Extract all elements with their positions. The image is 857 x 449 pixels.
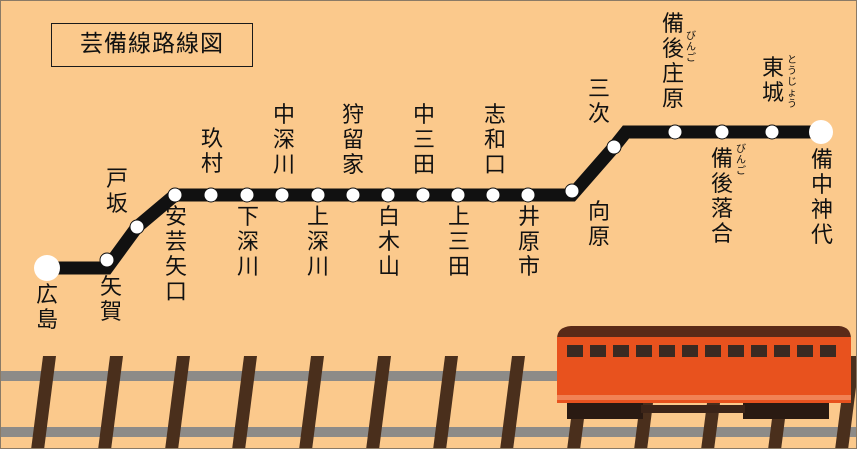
- train-window: [567, 345, 583, 357]
- station-dot: [606, 139, 622, 155]
- train-window: [797, 345, 813, 357]
- station-label: 玖村: [200, 127, 223, 177]
- station-dot: [203, 187, 219, 203]
- train-window: [659, 345, 675, 357]
- train-window: [820, 345, 836, 357]
- station-dot: [564, 183, 580, 199]
- station-dot: [167, 187, 183, 203]
- train-illustration: [557, 326, 851, 419]
- train-bogie-rear: [743, 403, 829, 419]
- train-window: [705, 345, 721, 357]
- terminal-station-dot: [809, 120, 833, 144]
- station-label: 向原: [587, 200, 610, 250]
- train-bogie-front: [567, 403, 643, 419]
- train-window: [751, 345, 767, 357]
- station-dot: [310, 187, 326, 203]
- station-label: 戸坂: [105, 167, 128, 217]
- station-label: 上三田: [447, 205, 470, 280]
- station-dot: [450, 187, 466, 203]
- station-label: 三次: [587, 77, 610, 127]
- terminal-station-dot: [34, 255, 60, 281]
- train-stripe: [557, 395, 851, 400]
- sleeper: [98, 356, 123, 448]
- station-dot: [380, 187, 396, 203]
- map-title: 芸備線路線図: [51, 23, 253, 67]
- sleeper: [31, 356, 56, 448]
- sleeper: [366, 356, 391, 448]
- station-ruby: とうじょう: [787, 55, 797, 110]
- station-dot: [345, 187, 361, 203]
- sleeper: [299, 356, 324, 448]
- station-dot: [415, 187, 431, 203]
- station-label: 志和口: [483, 103, 506, 178]
- station-dot: [99, 252, 115, 268]
- station-dot: [667, 124, 683, 140]
- sleeper: [232, 356, 257, 448]
- station-label: 中深川: [272, 103, 295, 178]
- train-window: [774, 345, 790, 357]
- train-underframe: [641, 405, 745, 413]
- station-dot: [714, 124, 730, 140]
- station-label: 矢賀: [99, 275, 122, 325]
- train-windows: [567, 345, 836, 357]
- station-dot: [485, 187, 501, 203]
- station-dot: [520, 187, 536, 203]
- sleeper: [433, 356, 458, 448]
- station-label: 備後落合: [710, 147, 733, 247]
- station-label: 安芸矢口: [164, 205, 187, 305]
- station-ruby: びんご: [736, 144, 746, 177]
- station-label: 井原市: [517, 205, 540, 280]
- station-label: 備中神代: [810, 148, 833, 248]
- station-label: 備後庄原: [661, 12, 684, 112]
- train-roof: [557, 326, 851, 339]
- station-label: 東城: [761, 56, 784, 106]
- sleeper: [500, 356, 525, 448]
- station-label: 上深川: [306, 205, 329, 280]
- station-dot: [764, 124, 780, 140]
- station-label: 中三田: [412, 103, 435, 178]
- sleeper: [165, 356, 190, 448]
- train-window: [682, 345, 698, 357]
- station-dots: [34, 120, 833, 281]
- train-window: [636, 345, 652, 357]
- train-window: [590, 345, 606, 357]
- station-dot: [129, 219, 145, 235]
- station-label: 白木山: [377, 205, 400, 280]
- station-dot: [274, 187, 290, 203]
- train-window: [613, 345, 629, 357]
- station-dot: [239, 187, 255, 203]
- station-label: 下深川: [236, 205, 259, 280]
- station-ruby: びんご: [686, 31, 696, 64]
- train-window: [728, 345, 744, 357]
- station-label: 狩留家: [341, 103, 364, 178]
- station-label: 広島: [35, 283, 58, 333]
